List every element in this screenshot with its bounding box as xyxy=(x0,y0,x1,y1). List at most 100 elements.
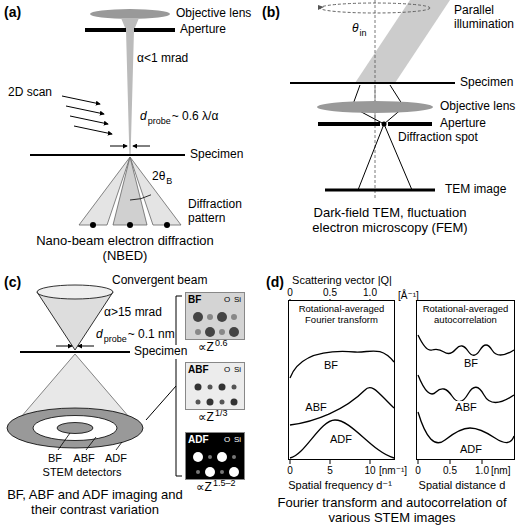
plot-frame: Rotational-averaged autocorrelationBFABF… xyxy=(416,300,515,460)
rotation-arrowhead xyxy=(318,5,324,10)
aperture-plate xyxy=(318,122,380,126)
specimen xyxy=(20,351,130,353)
annotation: d xyxy=(96,328,103,342)
bf-detector xyxy=(57,423,93,434)
tick-label: 10 xyxy=(364,465,375,477)
tick-label: 0.5 xyxy=(443,465,457,477)
part-label: Objective lens xyxy=(176,7,251,21)
annotation: 2D scan xyxy=(8,86,52,100)
atom-label: O xyxy=(224,365,230,374)
tick-label: 0 xyxy=(287,287,293,299)
o-atom xyxy=(220,470,224,474)
optic-axis xyxy=(375,0,376,200)
si-atom xyxy=(195,384,202,391)
transmitted-cone xyxy=(113,157,147,225)
si-atom xyxy=(229,467,239,477)
part-label: Specimen xyxy=(134,345,187,359)
si-atom xyxy=(193,312,203,322)
detector-label: ADF xyxy=(105,452,127,465)
beam-top xyxy=(37,285,113,299)
o-atom xyxy=(208,455,212,459)
tick-label: 0 xyxy=(287,465,293,477)
annotation: d xyxy=(140,110,147,124)
panel-letter: (c) xyxy=(4,274,21,290)
atom-label: Si xyxy=(234,295,241,304)
annotation: α>15 mrad xyxy=(104,306,162,320)
o-atom xyxy=(208,385,213,390)
o-atom xyxy=(195,329,201,335)
panel-letter: (d) xyxy=(266,274,284,290)
tick-label: 0 xyxy=(415,465,421,477)
part-label: Diffraction spot xyxy=(398,131,478,145)
nbed-setup xyxy=(30,9,185,228)
annotation: probe xyxy=(104,334,127,344)
specimen xyxy=(30,154,185,156)
si-atom xyxy=(217,312,227,322)
o-atom xyxy=(196,400,201,405)
panel-caption: Dark-field TEM, fluctuation electron mic… xyxy=(295,206,485,236)
abf-detector xyxy=(33,416,117,441)
atom-label: Si xyxy=(234,435,241,444)
leader-lines xyxy=(58,433,122,450)
tilt-rotation xyxy=(320,3,430,13)
si-atom xyxy=(207,399,214,406)
o-atom xyxy=(220,400,225,405)
tick-label: 1.0 xyxy=(475,465,489,477)
image-mode: ABF xyxy=(188,364,209,376)
bf-spectrum xyxy=(290,351,394,378)
panel-caption: Fourier transform and autocorrelation of… xyxy=(267,496,517,526)
part-label: TEM image xyxy=(445,183,506,197)
plot-title: Rotational-averaged autocorrelation xyxy=(419,304,512,326)
si-atom xyxy=(217,452,227,462)
o-atom xyxy=(219,329,225,335)
tick-label: 5 xyxy=(327,465,333,477)
annotation: probe xyxy=(148,116,171,126)
contrast-law: ∝Z xyxy=(198,411,214,425)
si-atom xyxy=(205,327,215,337)
contrast-law: ∝Z xyxy=(198,341,214,355)
axis-title: Spatial distance d xyxy=(419,479,506,492)
adf-spectrum xyxy=(290,420,394,458)
part-label: Parallel illumination xyxy=(454,4,518,32)
part-label: STEM detectors xyxy=(43,466,122,479)
annotation: θ xyxy=(352,22,359,36)
stem-plots xyxy=(290,296,514,464)
convergent-cone xyxy=(37,292,113,350)
axis-unit: [nm] xyxy=(491,465,510,477)
part-label: Aperture xyxy=(180,23,226,37)
annotation: B xyxy=(166,176,172,186)
panel-caption: Nano-beam electron diffraction (NBED) xyxy=(20,234,230,264)
detector-label: BF xyxy=(48,452,62,465)
o-atom xyxy=(207,314,213,320)
probe-size-arrows xyxy=(56,346,94,347)
diffraction-spot xyxy=(127,222,133,228)
curve-label: ADF xyxy=(329,433,353,446)
panel-letter: (a) xyxy=(4,4,21,20)
part-label: Objective lens xyxy=(440,100,515,114)
annotation: ~ 0.6 λ/α xyxy=(172,110,219,124)
diffracted-ray xyxy=(352,85,384,190)
bragg-angle-arc xyxy=(130,195,151,200)
o-atom xyxy=(232,385,237,390)
objective-lens xyxy=(90,9,170,19)
image-mode: ADF xyxy=(188,434,209,446)
detector-label: ABF xyxy=(73,452,94,465)
axis-unit: [nm⁻¹] xyxy=(379,465,407,477)
axis-title: Scattering vector |Q| xyxy=(292,274,392,287)
parallel-beam xyxy=(355,0,450,83)
part-label: Specimen xyxy=(190,148,243,162)
objective-lens xyxy=(317,101,433,113)
annotation: 2θ xyxy=(152,170,165,184)
bf-autocorrelation xyxy=(418,335,514,355)
si-atom xyxy=(205,467,215,477)
si-atom xyxy=(219,384,226,391)
si-atom xyxy=(193,452,203,462)
o-atom xyxy=(196,470,200,474)
annotation: α<1 mrad xyxy=(137,52,188,66)
scan-arrows xyxy=(62,96,112,134)
si-atom xyxy=(229,327,239,337)
plot-frame: Rotational-averaged Fourier transformBFA… xyxy=(288,300,395,460)
electron-beam xyxy=(121,18,139,155)
stem-setup xyxy=(7,285,182,476)
